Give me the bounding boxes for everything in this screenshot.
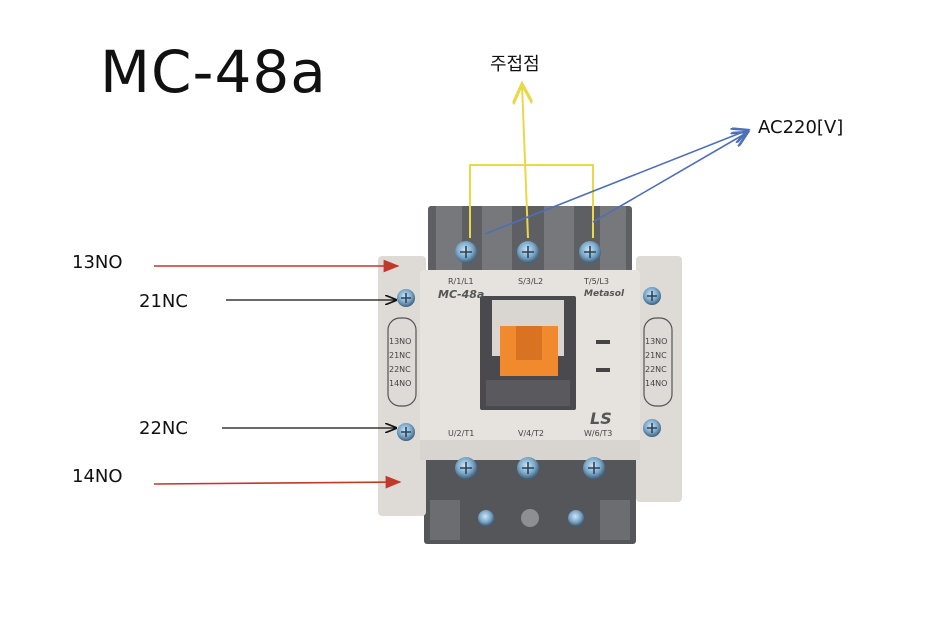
terminal-v-label: V/4/T2 <box>518 429 544 438</box>
coil-voltage-arrows <box>484 130 748 235</box>
aux-left-22: 22NC <box>389 365 411 374</box>
main-contact-bracket <box>469 84 594 239</box>
arrow-14no <box>153 475 402 489</box>
aux-right-22: 22NC <box>645 365 667 374</box>
model-print: MC-48a <box>438 288 484 301</box>
aux-right-13: 13NO <box>645 337 667 346</box>
terminal-s-label: S/3/L2 <box>518 277 543 286</box>
aux-right-21: 21NC <box>645 351 667 360</box>
aux-14no-label: 14NO <box>72 466 123 487</box>
terminal-w-label: W/6/T3 <box>584 429 612 438</box>
screw-icon <box>397 241 661 527</box>
ls-logo: LS <box>590 409 612 428</box>
aux-left-13: 13NO <box>389 337 411 346</box>
terminal-u-label: U/2/T1 <box>448 429 474 438</box>
contactor-body: R/1/L1 S/3/L2 T/5/L3 MC-48a Metasol LS U… <box>378 206 682 544</box>
diagram-title: MC-48a <box>100 38 327 106</box>
aux-left-14: 14NO <box>389 379 411 388</box>
aux-left-21: 21NC <box>389 351 411 360</box>
aux-13no-label: 13NO <box>72 252 123 273</box>
terminal-r-label: R/1/L1 <box>448 277 474 286</box>
aux-right-14: 14NO <box>645 379 667 388</box>
aux-22nc-label: 22NC <box>139 418 188 439</box>
main-contact-label: 주접점 <box>490 54 540 75</box>
coil-voltage-label: AC220[V] <box>758 117 844 138</box>
brand-print: Metasol <box>584 289 625 299</box>
terminal-t-label: T/5/L3 <box>583 277 609 286</box>
aux-21nc-label: 21NC <box>139 291 188 312</box>
